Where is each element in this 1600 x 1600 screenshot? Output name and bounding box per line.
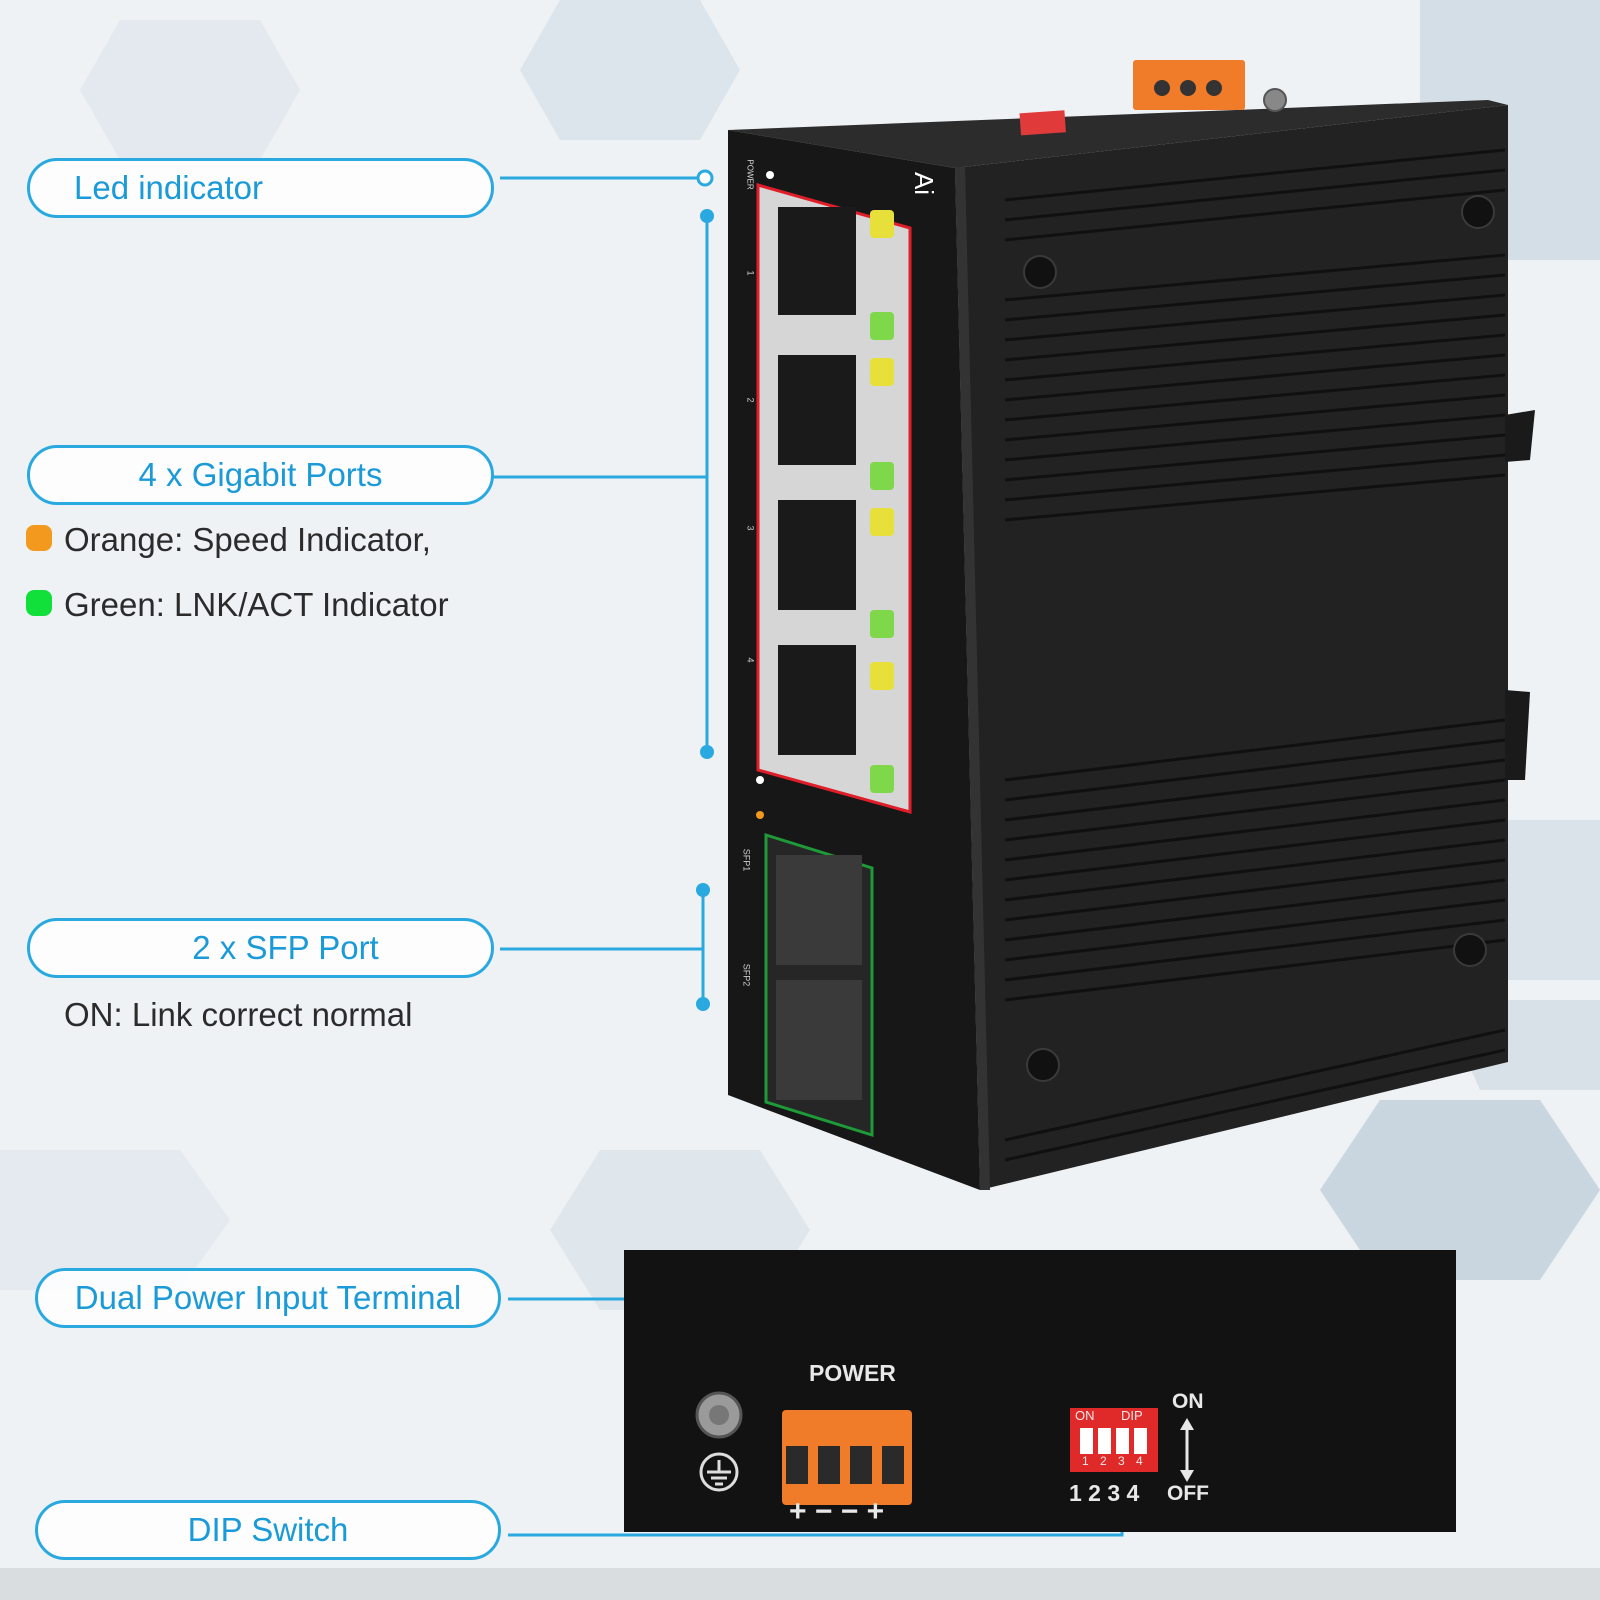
led-indicator-callout: Led indicator: [27, 158, 494, 218]
dual-power-label: Dual Power Input Terminal: [74, 1279, 462, 1316]
switch-position-numbers: 1 2 3 4: [1069, 1480, 1140, 1506]
orange-legend-swatch: [26, 525, 52, 551]
screw-icons: [1023, 195, 1495, 1082]
green-legend-text: Green: LNK/ACT Indicator: [64, 586, 449, 623]
off-direction-label: OFF: [1167, 1482, 1209, 1505]
led-indicator-label: Led indicator: [74, 169, 263, 206]
sfp-port-callout: 2 x SFP Port: [27, 918, 494, 978]
dip-switch-callout: DIP Switch: [35, 1500, 501, 1560]
dip-num-1: 1: [1082, 1454, 1089, 1468]
gigabit-ports-label: 4 x Gigabit Ports: [138, 456, 383, 493]
port-leds: [870, 210, 894, 793]
gigabit-ports-callout: 4 x Gigabit Ports: [27, 445, 494, 505]
dip-num-4: 4: [1136, 1454, 1143, 1468]
terminal-polarity-signs: + − − +: [789, 1495, 885, 1528]
dip-marking: DIP: [1121, 1408, 1143, 1423]
sfp-note: ON: Link correct normal: [64, 996, 413, 1033]
power-closeup-panel: POWER + − − + ON DIP 1 2 3 4 ON 1 2 3 4 …: [624, 1250, 1456, 1532]
heat-fins: [1004, 148, 1506, 1162]
dip-switch-label: DIP Switch: [187, 1511, 349, 1548]
dip-on-marking: ON: [1075, 1408, 1095, 1423]
dual-power-callout: Dual Power Input Terminal: [35, 1268, 501, 1328]
rj45-ports: [778, 207, 856, 755]
sfp-port-label: 2 x SFP Port: [192, 929, 379, 966]
orange-legend-text: Orange: Speed Indicator,: [64, 521, 431, 558]
on-direction-label: ON: [1172, 1390, 1204, 1413]
dip-num-3: 3: [1118, 1454, 1125, 1468]
green-legend-swatch: [26, 590, 52, 616]
dip-num-2: 2: [1100, 1454, 1107, 1468]
panel-graphics: [695, 1391, 1194, 1505]
panel-power-label: POWER: [809, 1360, 896, 1386]
